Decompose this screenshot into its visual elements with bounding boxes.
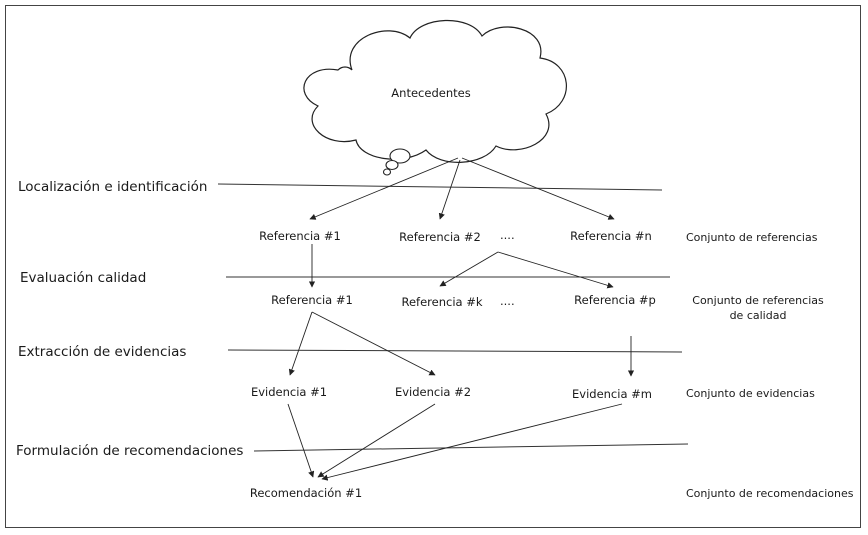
node-row3-evidencia-m: Evidencia #m [572,387,652,401]
cloud-shape [303,19,567,163]
stage-line-4 [253,443,689,452]
stage-label-formulacion: Formulación de recomendaciones [16,443,244,459]
node-row2-referencia-1: Referencia #1 [271,293,353,307]
arrow-ev1-rec1 [287,403,315,478]
stage-line-1 [217,183,663,191]
node-row1-referencia-1: Referencia #1 [259,229,341,243]
stage-label-extraccion: Extracción de evidencias [18,344,187,360]
arrow-evm-rec1 [321,403,623,481]
set-label-referencias-calidad-line2: de calidad [729,309,787,322]
stage-label-localizacion: Localización e identificación [18,179,208,195]
set-label-recomendaciones: Conjunto de recomendaciones [686,487,854,500]
node-row2-ellipsis: .... [500,294,515,308]
node-row1-referencia-2: Referencia #2 [399,230,481,244]
set-label-evidencias: Conjunto de evidencias [686,387,815,400]
arrow-ref1-ev1 [288,311,313,376]
node-row1-referencia-n: Referencia #n [570,229,652,243]
node-row2-referencia-p: Referencia #p [574,293,656,307]
cloud-bubble-large [389,148,411,164]
set-label-referencias-calidad-line1: Conjunto de referencias [692,294,824,307]
node-row3-evidencia-1: Evidencia #1 [250,385,328,399]
stage-label-evaluacion: Evaluación calidad [20,270,147,286]
cloud-bubble-medium [385,159,399,171]
set-label-referencias: Conjunto de referencias [686,231,818,244]
node-row3-evidencia-2: Evidencia #2 [394,385,472,399]
arrow-ref1-ev2 [311,311,436,376]
stage-line-3 [227,349,683,353]
arrow-ev2-rec1 [317,403,436,478]
node-row4-recomendacion-1: Recomendación #1 [249,486,363,500]
arrow-dots-refp [497,251,614,289]
arrow-cloud-refn [461,157,615,220]
cloud-label: Antecedentes [391,86,471,100]
arrow-cloud-ref1 [309,157,459,220]
node-row2-referencia-k: Referencia #k [401,295,483,309]
cloud-bubble-small [382,168,392,176]
node-row1-ellipsis: .... [500,228,515,242]
arrow-dots-refk [439,251,499,287]
arrow-cloud-ref2 [438,159,461,220]
